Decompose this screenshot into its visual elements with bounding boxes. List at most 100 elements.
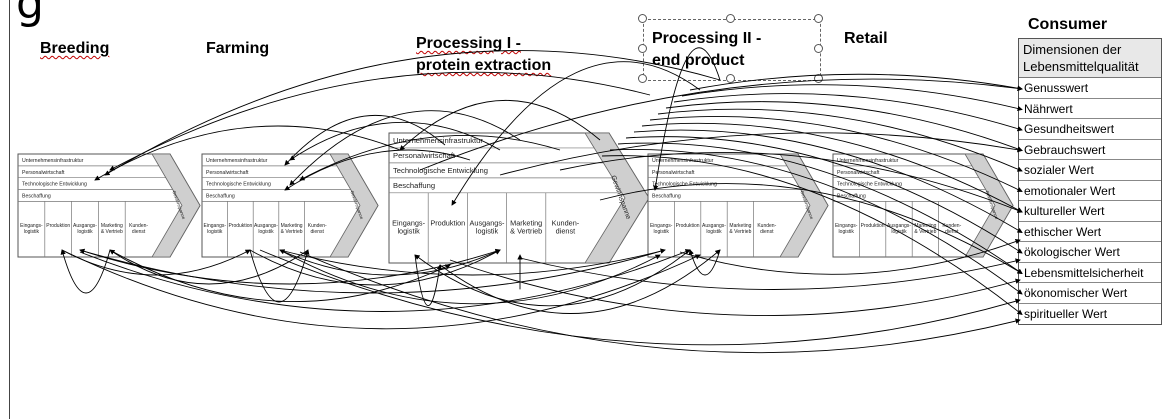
primary-activity-label: Produktion: [676, 223, 700, 229]
relation-arrow: [601, 155, 1023, 316]
resize-handle-top[interactable]: [726, 14, 735, 23]
quality-row: Nährwert: [1019, 99, 1161, 119]
stage-title-processing-1: Processing I - protein extraction: [416, 35, 552, 74]
support-activity-label: Personalwirtschaft: [393, 151, 456, 160]
relation-arrow: [625, 136, 1023, 254]
relation-arrow: [649, 116, 1023, 192]
primary-activity-label: Marketing& Vertrieb: [914, 223, 936, 235]
primary-activity-label: Marketing& Vertrieb: [510, 218, 542, 235]
primary-activity-label: Marketing& Vertrieb: [101, 223, 123, 235]
primary-activity-label: Kunden-dienst: [308, 223, 327, 235]
primary-activity-label: Kunden-dienst: [552, 218, 580, 235]
relation-arrow: [419, 78, 1023, 171]
relation-arrow: [109, 71, 651, 171]
quality-row: Gebrauchswert: [1019, 140, 1161, 160]
support-activity-label: Technologische Entwicklung: [393, 166, 488, 175]
support-activity-label: Unternehmensinfrastruktur: [206, 158, 268, 164]
quality-row: ökologischer Wert: [1019, 242, 1161, 263]
stage-title-farming: Farming: [206, 40, 270, 57]
relation-arrow: [249, 249, 310, 303]
margin-band: [151, 153, 201, 258]
primary-activity-label: Ausgangs-logistik: [254, 223, 278, 235]
resize-handle-top-left[interactable]: [638, 14, 647, 23]
primary-activity-label: Kunden-dienst: [757, 223, 776, 235]
margin-band: [964, 153, 1014, 258]
support-activity-label: Personalwirtschaft: [652, 170, 695, 176]
relation-arrow: [673, 93, 1023, 132]
slide-edge: [9, 0, 10, 419]
primary-activity-label: Eingangs-logistik: [392, 218, 425, 235]
support-activity-label: Unternehmensinfrastruktur: [22, 158, 84, 164]
quality-row: ethischer Wert: [1019, 222, 1161, 242]
relation-arrow: [61, 249, 701, 330]
margin-band: [329, 153, 379, 258]
relation-arrow: [449, 259, 1021, 317]
relation-arrow: [657, 108, 1023, 172]
margin-band: [584, 132, 650, 264]
relation-arrow: [451, 61, 701, 206]
relation-arrow: [279, 248, 666, 276]
stage-title-retail: Retail: [844, 30, 888, 47]
support-activity-label: Technologische Entwicklung: [652, 182, 717, 188]
relation-arrow: [299, 135, 561, 181]
resize-handle-left[interactable]: [638, 44, 647, 53]
resize-handle-bottom-right[interactable]: [814, 74, 823, 83]
primary-activity-label: Marketing& Vertrieb: [281, 223, 303, 235]
support-activity-label: Beschaffung: [652, 194, 681, 200]
relation-arrow: [60, 249, 111, 294]
primary-activity-label: Produktion: [46, 223, 70, 229]
support-activity-label: Technologische Entwicklung: [837, 182, 902, 188]
support-activity-label: Beschaffung: [22, 194, 51, 200]
primary-activity-label: Ausgangs-logistik: [470, 218, 505, 235]
relation-arrow: [617, 142, 1023, 275]
resize-handle-bottom[interactable]: [726, 74, 735, 83]
stage-title-breeding: Breeding: [40, 40, 110, 57]
quality-row: kultureller Wert: [1019, 201, 1161, 222]
quality-row: spiritueller Wert: [1024, 306, 1108, 321]
relation-arrow: [641, 122, 1023, 213]
relation-arrow: [279, 249, 661, 305]
support-activity-label: Unternehmensinfrastruktur: [652, 158, 714, 164]
relation-arrow: [439, 249, 721, 314]
quality-dimensions-table: Dimensionen der Lebensmittelqualität Gen…: [1018, 38, 1162, 325]
relation-arrow: [259, 249, 1021, 346]
quality-row: Lebensmittelsicherheit: [1019, 263, 1161, 283]
primary-activity-label: Eingangs-logistik: [20, 223, 43, 235]
primary-activity-label: Eingangs-logistik: [650, 223, 673, 235]
relation-arrow: [284, 149, 471, 191]
primary-activity-label: Eingangs-logistik: [204, 223, 227, 235]
primary-activity-label: Ausgangs-logistik: [702, 223, 726, 235]
relation-arrow: [681, 84, 1023, 112]
quality-row: Genusswert: [1019, 78, 1161, 99]
support-activity-label: Unternehmensinfrastruktur: [393, 136, 483, 145]
support-activity-label: Technologische Entwicklung: [22, 182, 87, 188]
relation-arrow: [79, 248, 666, 294]
resize-handle-bottom-left[interactable]: [638, 74, 647, 83]
quality-row: sozialer Wert: [1019, 160, 1161, 181]
relation-arrow: [399, 100, 601, 151]
resize-handle-top-right[interactable]: [814, 14, 823, 23]
relation-arrow: [79, 249, 691, 312]
support-activity-label: Beschaffung: [837, 194, 866, 200]
quality-row: emotionaler Wert: [1019, 181, 1161, 201]
relation-arrow: [559, 151, 1023, 213]
resize-handle-right[interactable]: [814, 44, 823, 53]
quality-row: Gesundheitswert: [1019, 119, 1161, 140]
support-activity-label: Personalwirtschaft: [206, 170, 249, 176]
relation-arrow: [519, 257, 1021, 290]
support-activity-label: Personalwirtschaft: [22, 170, 65, 176]
primary-activity-label: Kunden-dienst: [129, 223, 148, 235]
relation-arrow: [299, 251, 1021, 354]
relation-arrow: [289, 110, 521, 186]
primary-activity-label: Produktion: [861, 223, 885, 229]
relation-arrow: [94, 125, 401, 181]
primary-activity-label: Eingangs-logistik: [835, 223, 858, 235]
primary-activity-label: Produktion: [430, 218, 465, 227]
relation-arrow: [249, 249, 501, 286]
primary-activity-label: Ausgangs-logistik: [73, 223, 97, 235]
margin-band: [779, 153, 829, 258]
cropped-heading-fragment: g: [16, 0, 44, 29]
relation-arrow: [609, 148, 1023, 295]
support-activity-label: Beschaffung: [206, 194, 235, 200]
